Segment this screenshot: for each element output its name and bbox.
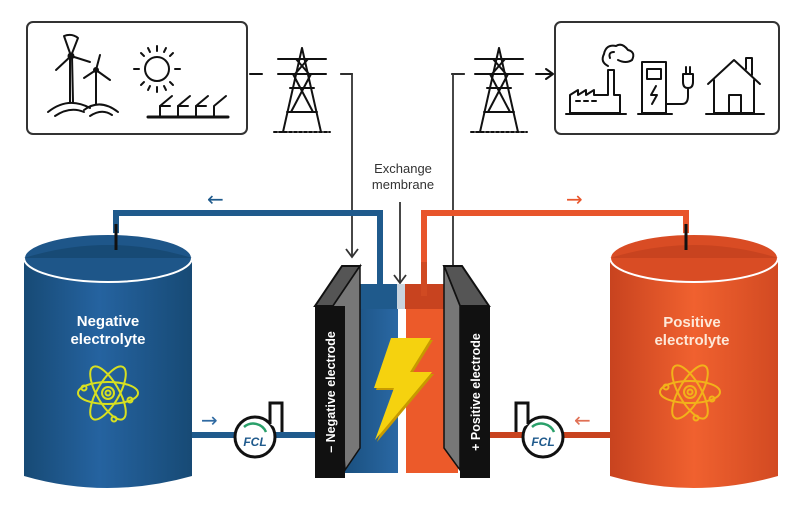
positive-tank-label-line2: electrolyte xyxy=(654,332,729,349)
transmission-tower-right-icon xyxy=(451,47,554,133)
positive-pump: FCL xyxy=(514,401,565,459)
positive-electrode-label: + Positive electrode xyxy=(469,333,483,451)
atom-icon-negative xyxy=(77,365,139,423)
pump-logo-positive: FCL xyxy=(531,435,554,449)
negative-pump: FCL xyxy=(233,401,284,459)
power-wire-right xyxy=(452,73,464,266)
negative-electrode: – Negative electrode xyxy=(313,263,362,478)
energy-sources-box xyxy=(26,21,248,135)
negative-tank-label-line2: electrolyte xyxy=(70,331,145,348)
positive-electrolyte-tank xyxy=(609,224,779,488)
membrane-label-line2: membrane xyxy=(372,177,434,192)
sun-icon xyxy=(133,45,181,93)
flow-arrow-top-left: ← xyxy=(207,187,224,211)
membrane-label-line1: Exchange xyxy=(374,161,432,176)
power-wire-left xyxy=(341,73,359,259)
wind-turbine-icon xyxy=(47,33,119,117)
membrane-pointer-arrow xyxy=(393,202,407,285)
house-icon xyxy=(705,57,765,115)
solar-panel-icon xyxy=(146,95,230,119)
negative-electrode-label: – Negative electrode xyxy=(324,331,338,453)
positive-electrode: + Positive electrode xyxy=(442,265,491,478)
energy-consumers-box xyxy=(554,21,780,135)
pump-logo-negative: FCL xyxy=(243,435,266,449)
lightning-bolt-icon xyxy=(374,338,434,442)
positive-tank-label-line1: Positive xyxy=(663,314,721,331)
negative-electrolyte-tank xyxy=(23,224,193,488)
atom-icon-positive xyxy=(659,364,721,422)
transmission-tower-left-icon xyxy=(249,47,353,133)
charging-station-icon xyxy=(637,61,694,115)
negative-tank-label-line1: Negative xyxy=(77,313,140,330)
flow-arrow-bottom-left: → xyxy=(201,408,218,432)
factory-icon xyxy=(565,43,635,115)
flow-arrow-bottom-right: ← xyxy=(574,408,591,432)
flow-cell: – Negative electrode + Positive electrod… xyxy=(313,262,491,478)
flow-arrow-top-right: → xyxy=(566,187,583,211)
